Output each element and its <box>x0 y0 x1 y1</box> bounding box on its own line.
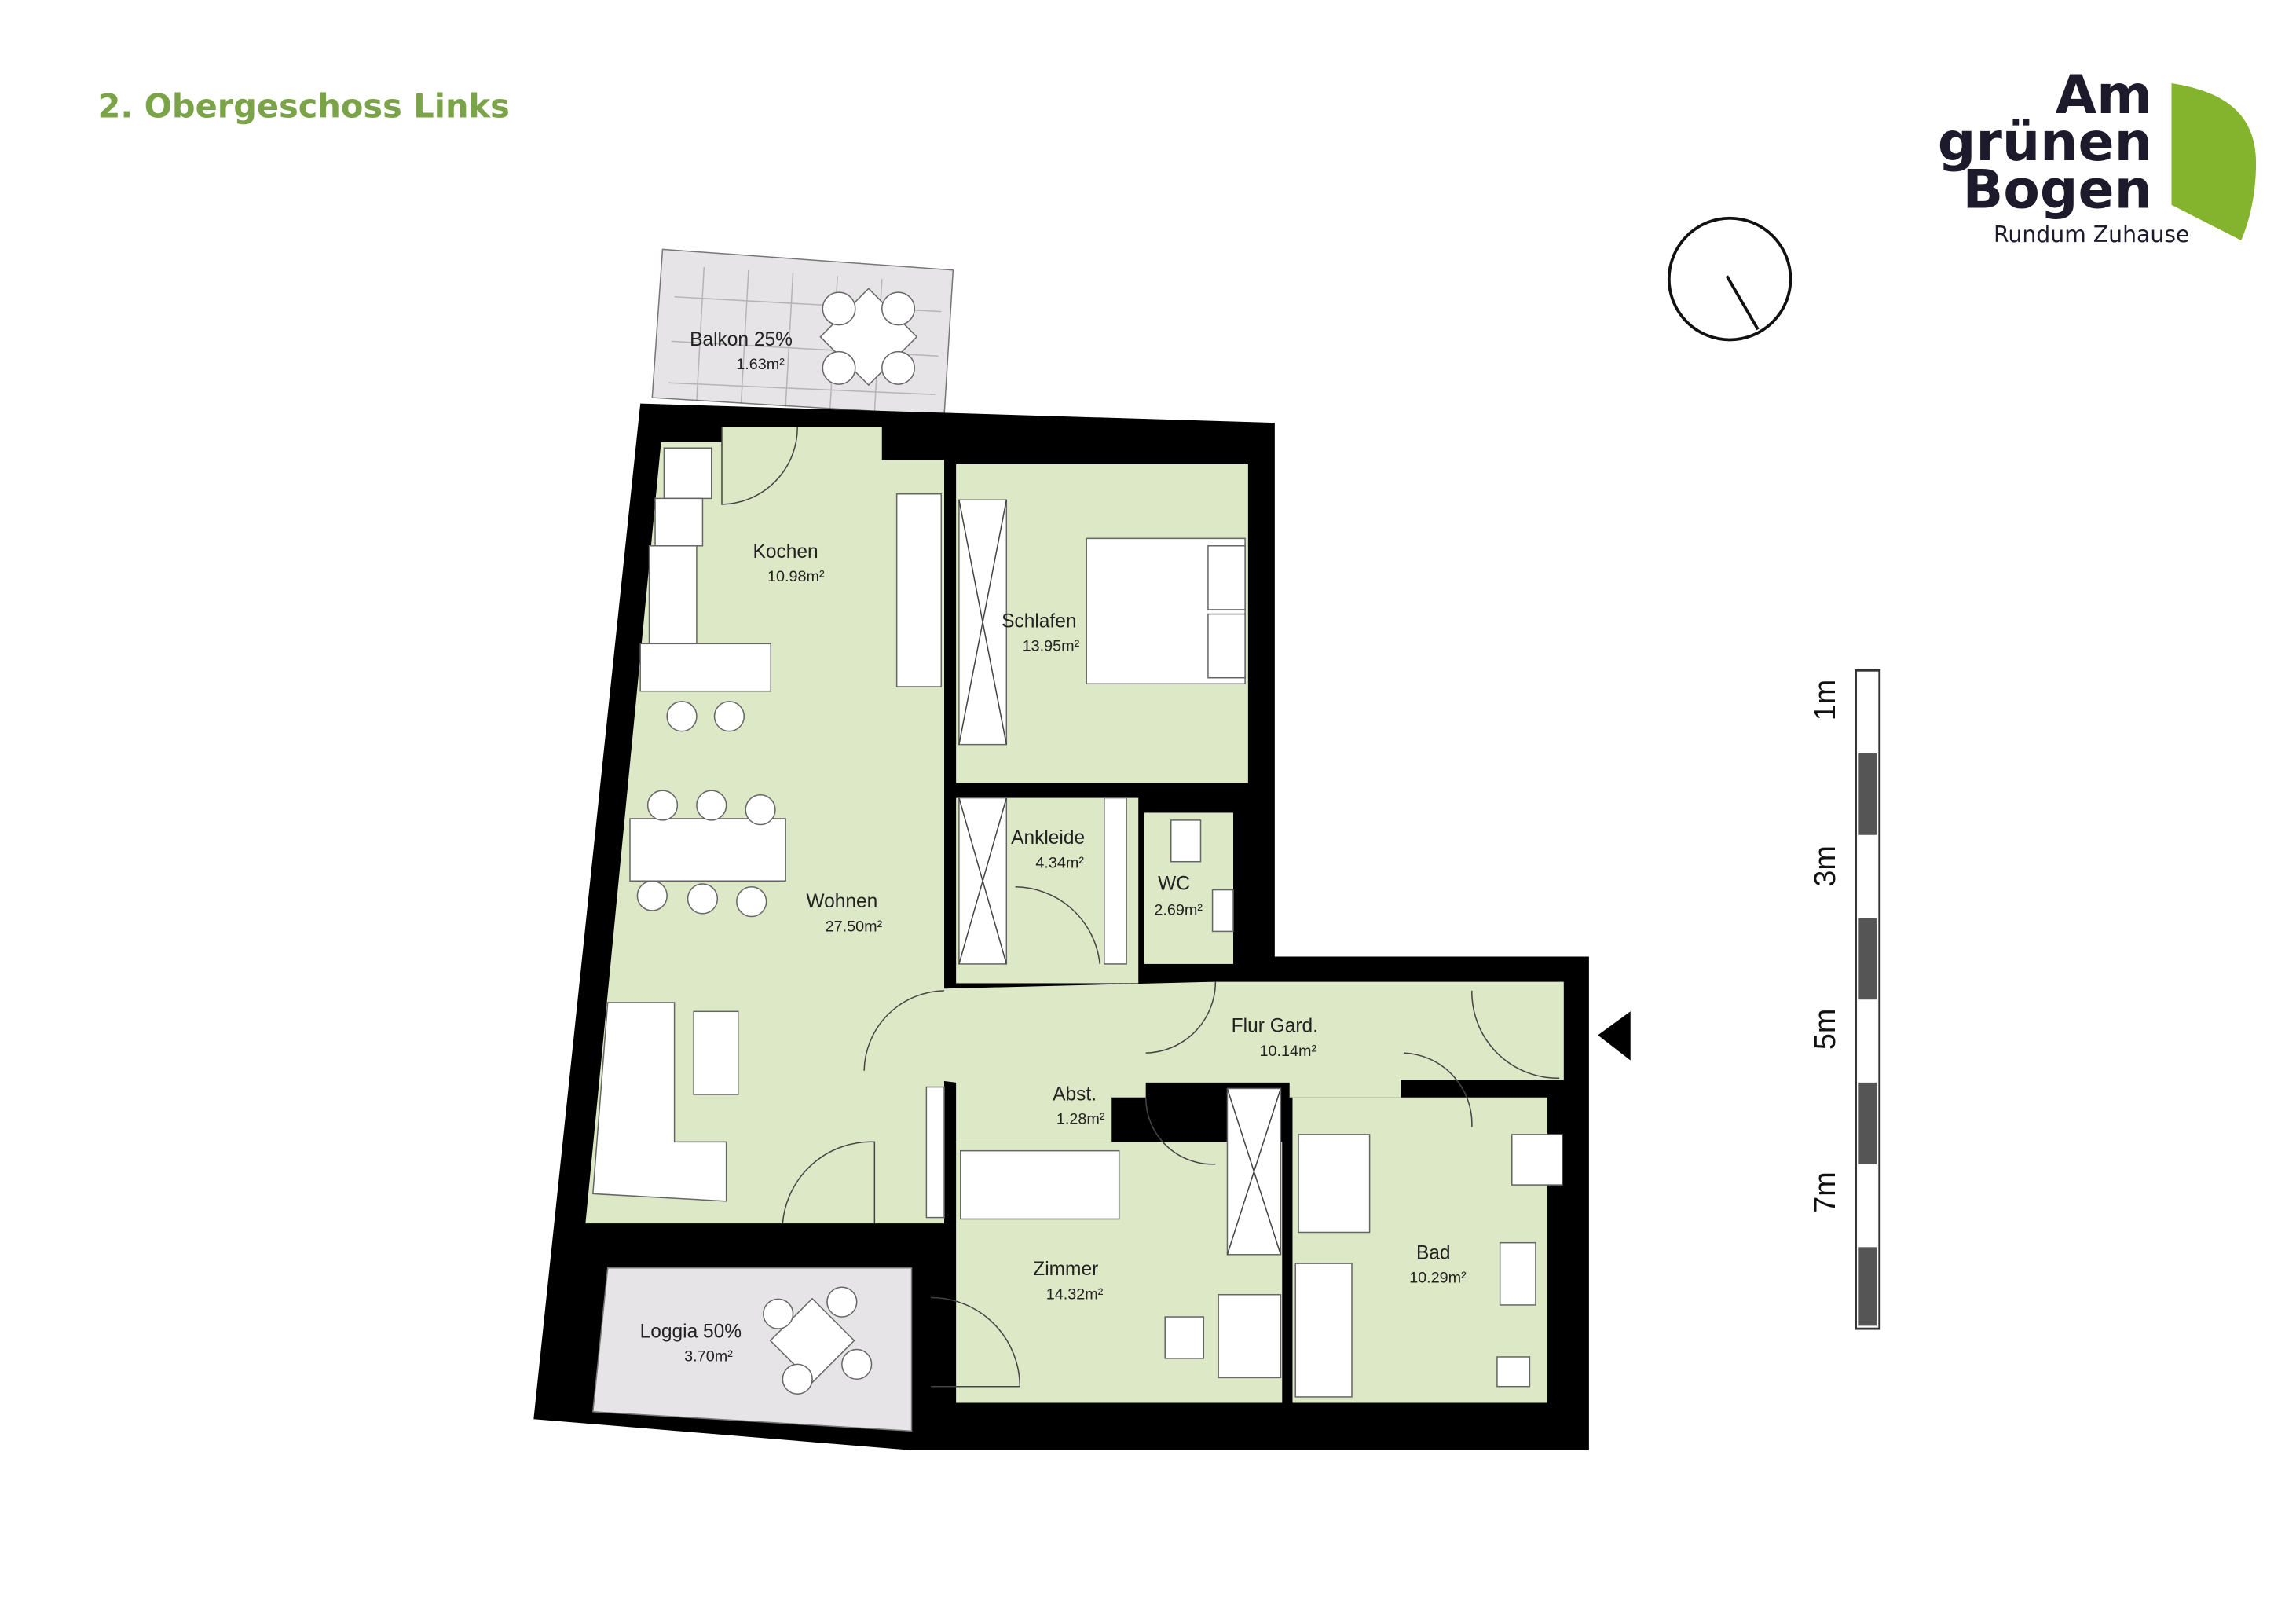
north-arrow-icon <box>1667 216 1792 342</box>
room-name: Balkon 25% <box>690 329 793 350</box>
room-name: Loggia 50% <box>640 1321 742 1342</box>
scale-label: 7m <box>1808 1171 1841 1212</box>
room-area: 3.70m² <box>684 1348 733 1366</box>
logo: Am grünen Bogen Rundum Zuhause <box>1938 64 2257 247</box>
loggia-table <box>763 1286 873 1395</box>
room-name: Bad <box>1416 1242 1451 1263</box>
logo-tagline: Rundum Zuhause <box>1994 222 2189 247</box>
room-name: Schlafen <box>1002 611 1076 632</box>
logo-line-1: Am <box>2056 64 2152 126</box>
room-area: 10.14m² <box>1260 1043 1317 1060</box>
scale-label: 1m <box>1808 680 1841 720</box>
furniture <box>591 427 1563 1398</box>
room-flur <box>864 981 1564 1142</box>
logo-line-3: Bogen <box>1962 159 2151 222</box>
room-area: 1.28m² <box>1056 1111 1105 1128</box>
room-area: 4.34m² <box>1035 854 1084 871</box>
room-area: 14.32m² <box>1046 1285 1104 1303</box>
room-name: Wohnen <box>806 891 877 912</box>
entrance-triangle-icon <box>1598 1011 1631 1061</box>
room-name: WC <box>1158 874 1190 895</box>
scale-label: 3m <box>1808 845 1841 886</box>
room-area: 1.63m² <box>736 356 785 373</box>
room-name: Flur Gard. <box>1232 1016 1318 1037</box>
room-name: Ankleide <box>1011 827 1085 849</box>
room-area: 2.69m² <box>1154 902 1203 919</box>
loggia-area <box>591 1267 913 1432</box>
room-labels: Balkon 25% 1.63m² Kochen 10.98m² Schlafe… <box>640 329 1467 1366</box>
room-name: Kochen <box>753 541 818 563</box>
room-area: 10.98m² <box>767 568 825 585</box>
page-title: 2. Obergeschoss Links <box>98 86 510 125</box>
room-name: Zimmer <box>1033 1259 1098 1280</box>
room-name: Abst. <box>1053 1084 1097 1105</box>
scale-bar: 1m 3m 5m 7m <box>1808 669 1881 1330</box>
balcony-table <box>819 288 918 387</box>
leaf-icon <box>2171 83 2257 241</box>
scale-label: 5m <box>1808 1009 1841 1050</box>
room-area: 10.29m² <box>1409 1270 1467 1287</box>
room-area: 27.50m² <box>826 918 883 935</box>
logo-line-2: grünen <box>1938 112 2152 174</box>
room-area: 13.95m² <box>1023 638 1080 655</box>
